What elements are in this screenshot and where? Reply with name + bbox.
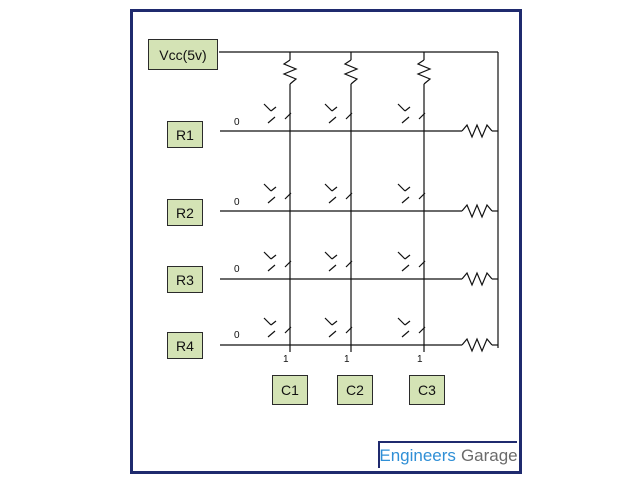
row-2-resistor	[461, 203, 493, 219]
keypad-switch-r3-c2	[324, 251, 353, 272]
row-label-r2: R2	[167, 199, 203, 226]
row-level-r2: 0	[234, 197, 240, 208]
row-3-resistor	[461, 271, 493, 287]
keypad-switch-r1-c1	[263, 103, 292, 124]
row-3-wiring	[220, 271, 498, 287]
column-3-pullup-resistor	[416, 59, 432, 85]
keypad-switch-r2-c2	[324, 183, 353, 204]
keypad-switch-r1-c2	[324, 103, 353, 124]
row-label-r3: R3	[167, 266, 203, 293]
keypad-switch-r4-c1	[263, 317, 292, 338]
column-1-wiring	[282, 52, 298, 352]
brand-word-garage: Garage	[460, 445, 518, 465]
keypad-switch-r2-c3	[397, 183, 426, 204]
keypad-switch-r1-c3	[397, 103, 426, 124]
engineers-garage-logo: Engineers Garage	[378, 441, 518, 468]
keypad-switch-r3-c3	[397, 251, 426, 272]
column-2-pullup-resistor	[343, 59, 359, 85]
keypad-switch-r4-c3	[397, 317, 426, 338]
column-level-c3: 1	[417, 354, 423, 365]
column-2-wiring	[343, 52, 359, 352]
keypad-switch-r3-c1	[263, 251, 292, 272]
keypad-switch-r2-c1	[263, 183, 292, 204]
column-3-wiring	[416, 52, 432, 352]
diagram-frame	[130, 9, 522, 474]
vcc-label: Vcc(5v)	[148, 39, 218, 70]
column-label-c3: C3	[409, 375, 445, 405]
column-level-c2: 1	[344, 354, 350, 365]
column-label-c1: C1	[272, 375, 308, 405]
column-1-pullup-resistor	[282, 59, 298, 85]
row-4-wiring	[220, 337, 498, 353]
row-1-resistor	[461, 123, 493, 139]
row-1-wiring	[220, 123, 498, 139]
keypad-switch-r4-c2	[324, 317, 353, 338]
column-label-c2: C2	[337, 375, 373, 405]
row-4-resistor	[461, 337, 493, 353]
row-2-wiring	[220, 203, 498, 219]
row-label-r4: R4	[167, 332, 203, 359]
row-level-r3: 0	[234, 264, 240, 275]
row-level-r4: 0	[234, 330, 240, 341]
keypad-switches	[263, 103, 426, 338]
brand-word-engineers: Engineers	[379, 445, 456, 465]
row-label-r1: R1	[167, 121, 203, 148]
column-level-c1: 1	[283, 354, 289, 365]
row-level-r1: 0	[234, 117, 240, 128]
